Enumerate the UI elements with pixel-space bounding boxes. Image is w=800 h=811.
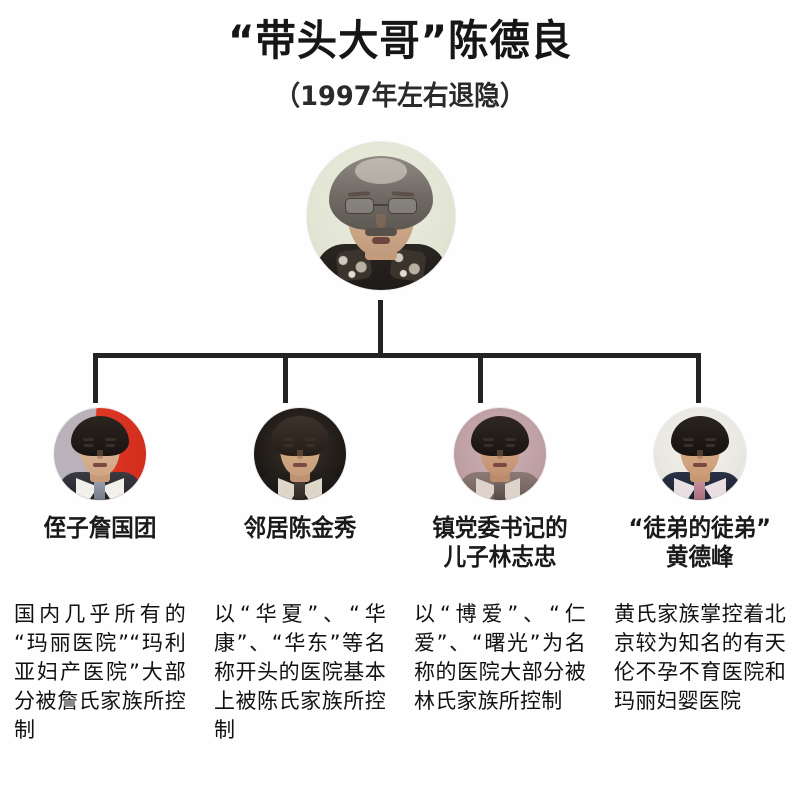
nose-shape bbox=[376, 214, 386, 228]
description-column-3: 以“博爱”、“仁爱”、“曙光”为名称的医院大部分被林氏家族所控制 bbox=[400, 600, 600, 745]
eye-right-shape bbox=[106, 444, 115, 447]
page-title: “带头大哥”陈德良 bbox=[228, 16, 572, 65]
description-text-2: 以“华夏”、“华康”、“华东”等名称开头的医院基本上被陈氏家族所控制 bbox=[214, 602, 386, 742]
root-avatar bbox=[307, 142, 455, 290]
eyeglasses-icon bbox=[345, 198, 417, 214]
mouth-shape bbox=[372, 237, 390, 244]
nose-shape bbox=[297, 450, 303, 459]
connector-drop-3 bbox=[478, 353, 483, 403]
eyebrow-right-shape bbox=[305, 438, 316, 441]
hair-shape bbox=[329, 156, 433, 230]
eye-right-shape bbox=[706, 444, 715, 447]
connector-drop-1 bbox=[93, 353, 98, 403]
mouth-shape bbox=[293, 463, 307, 467]
connector-vertical-stem bbox=[378, 300, 383, 358]
connector-drop-4 bbox=[696, 353, 701, 403]
nose-shape bbox=[697, 450, 703, 459]
necktie-shape bbox=[494, 480, 505, 500]
root-node bbox=[307, 142, 455, 290]
description-text-3: 以“博爱”、“仁爱”、“曙光”为名称的医院大部分被林氏家族所控制 bbox=[414, 602, 586, 713]
eye-left-shape bbox=[284, 444, 293, 447]
child-avatar-1 bbox=[54, 408, 146, 500]
hair-shape bbox=[71, 416, 129, 456]
mouth-shape bbox=[693, 463, 707, 467]
description-row: 国内几乎所有的“玛丽医院”“玛利亚妇产医院”大部分被詹氏家族所控制 以“华夏”、… bbox=[0, 600, 800, 745]
eyebrow-left-shape bbox=[483, 438, 494, 441]
child-label-4: “徒弟的徒弟” 黄德峰 bbox=[628, 514, 772, 571]
eye-left-shape bbox=[684, 444, 693, 447]
child-node-4: “徒弟的徒弟” 黄德峰 bbox=[600, 408, 800, 572]
eyebrow-right-shape bbox=[105, 438, 116, 441]
eye-left-shape bbox=[84, 444, 93, 447]
child-label-3: 镇党委书记的 儿子林志忠 bbox=[432, 514, 568, 571]
description-column-2: 以“华夏”、“华康”、“华东”等名称开头的医院基本上被陈氏家族所控制 bbox=[200, 600, 400, 745]
child-node-row: 侄子詹国团 邻居陈金秀 bbox=[0, 408, 800, 572]
page-subtitle: （1997年左右退隐） bbox=[274, 81, 526, 112]
child-label-2: 邻居陈金秀 bbox=[243, 514, 357, 542]
eyebrow-right-shape bbox=[505, 438, 516, 441]
eyebrow-left-shape bbox=[683, 438, 694, 441]
eyebrow-left-shape bbox=[283, 438, 294, 441]
necktie-shape bbox=[294, 480, 305, 500]
eyebrow-left-shape bbox=[83, 438, 94, 441]
hair-shape bbox=[271, 416, 329, 456]
eyebrow-right-shape bbox=[705, 438, 716, 441]
hair-shape bbox=[471, 416, 529, 456]
mouth-shape bbox=[93, 463, 107, 467]
child-avatar-2 bbox=[254, 408, 346, 500]
mouth-shape bbox=[493, 463, 507, 467]
moustache-shape bbox=[365, 228, 397, 236]
eye-right-shape bbox=[306, 444, 315, 447]
child-label-1: 侄子詹国团 bbox=[43, 514, 157, 542]
description-text-1: 国内几乎所有的“玛丽医院”“玛利亚妇产医院”大部分被詹氏家族所控制 bbox=[14, 602, 186, 742]
header-block: “带头大哥”陈德良 （1997年左右退隐） bbox=[0, 14, 800, 114]
nose-shape bbox=[97, 450, 103, 459]
connector-drop-2 bbox=[283, 353, 288, 403]
child-node-1: 侄子詹国团 bbox=[0, 408, 200, 572]
child-node-3: 镇党委书记的 儿子林志忠 bbox=[400, 408, 600, 572]
connector-horizontal-bar bbox=[93, 353, 701, 358]
description-column-4: 黄氏家族掌控着北京较为知名的有天伦不孕不育医院和玛丽妇婴医院 bbox=[600, 600, 800, 745]
hair-shape bbox=[671, 416, 729, 456]
necktie-shape bbox=[694, 480, 705, 500]
description-text-4: 黄氏家族掌控着北京较为知名的有天伦不孕不育医院和玛丽妇婴医院 bbox=[614, 602, 786, 713]
child-node-2: 邻居陈金秀 bbox=[200, 408, 400, 572]
nose-shape bbox=[497, 450, 503, 459]
child-avatar-3 bbox=[454, 408, 546, 500]
eye-right-shape bbox=[506, 444, 515, 447]
child-avatar-4 bbox=[654, 408, 746, 500]
description-column-1: 国内几乎所有的“玛丽医院”“玛利亚妇产医院”大部分被詹氏家族所控制 bbox=[0, 600, 200, 745]
eye-left-shape bbox=[484, 444, 493, 447]
necktie-shape bbox=[94, 480, 105, 500]
